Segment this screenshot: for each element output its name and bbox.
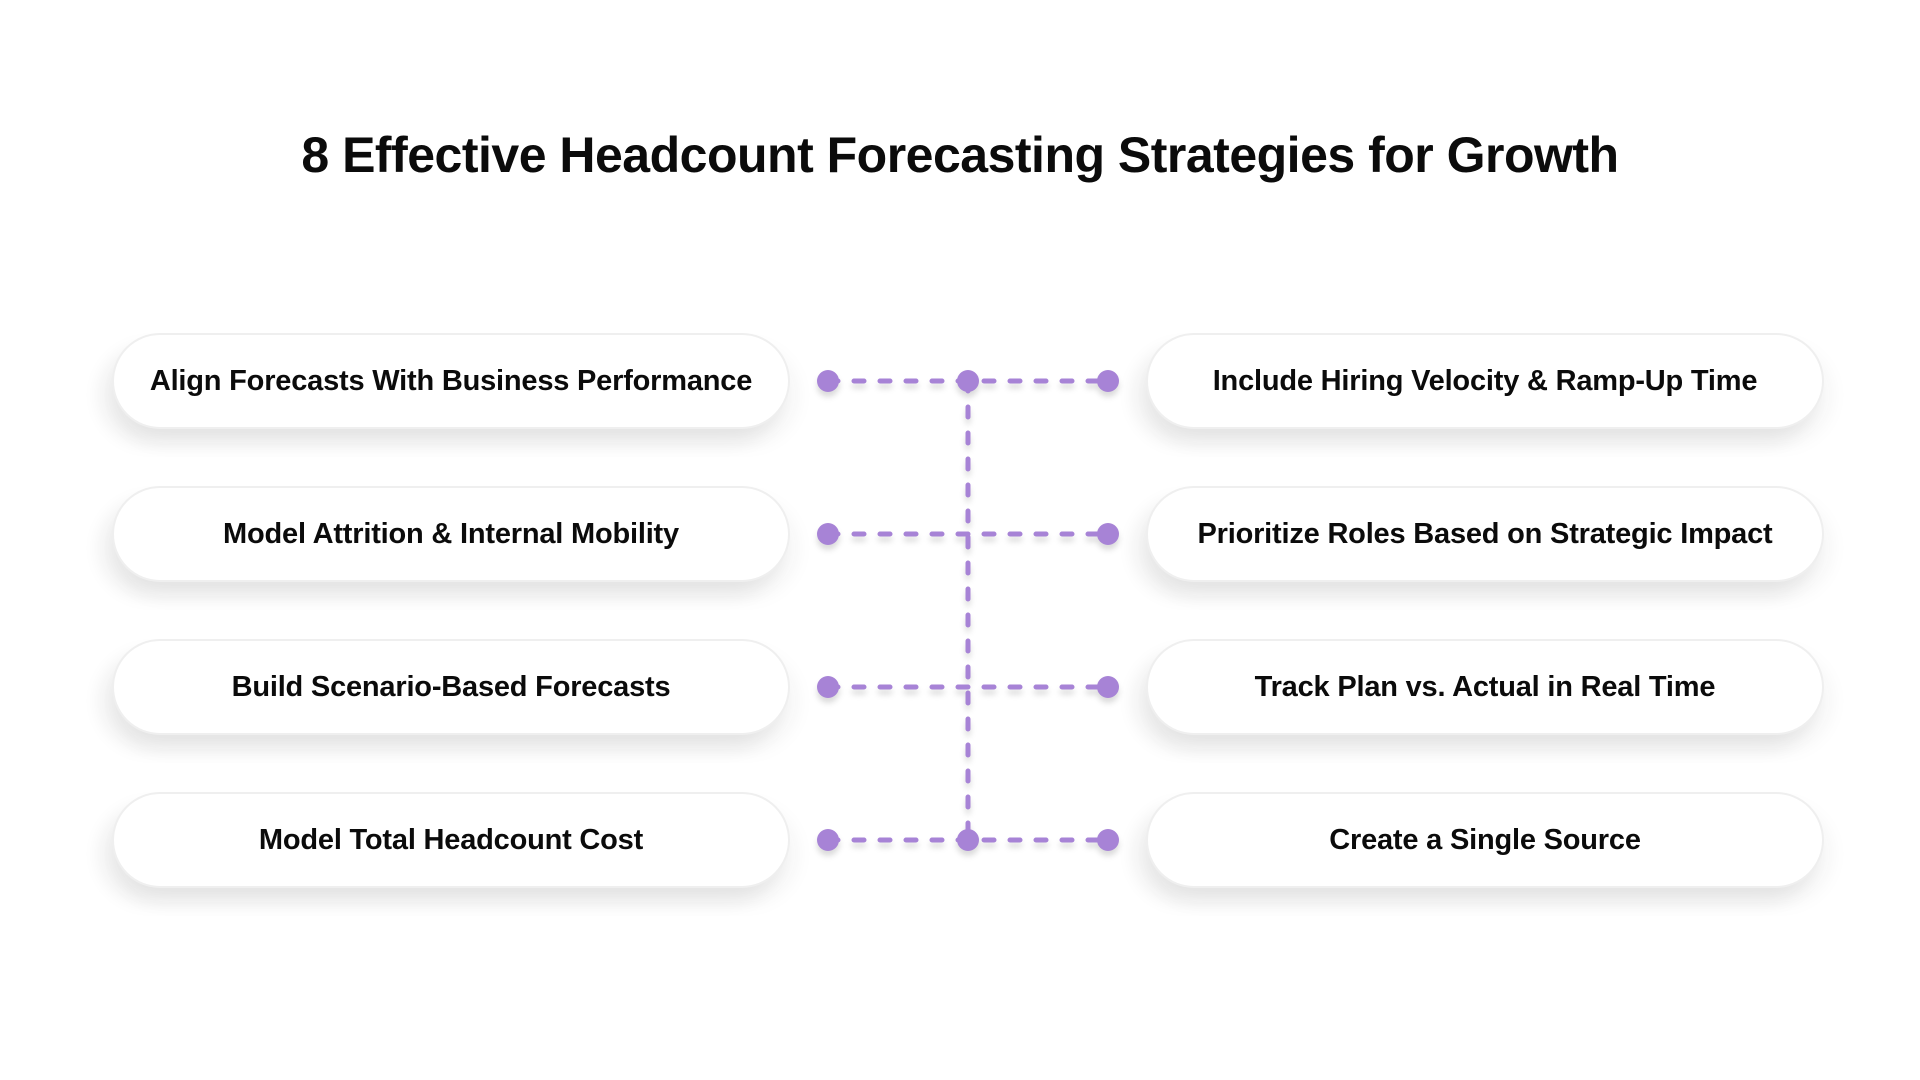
connector-dot bbox=[1097, 829, 1119, 851]
strategy-label: Align Forecasts With Business Performanc… bbox=[149, 364, 753, 397]
strategy-label: Create a Single Source bbox=[1329, 823, 1641, 856]
strategy-label: Model Attrition & Internal Mobility bbox=[223, 517, 679, 550]
strategy-label: Prioritize Roles Based on Strategic Impa… bbox=[1197, 517, 1773, 550]
connector-dot bbox=[957, 829, 979, 851]
connector-dot bbox=[817, 829, 839, 851]
connector-lines bbox=[825, 378, 1111, 843]
connector-dot bbox=[1097, 370, 1119, 392]
connector-dot bbox=[1097, 523, 1119, 545]
strategy-label: Include Hiring Velocity & Ramp-Up Time bbox=[1212, 364, 1758, 397]
connector-dot bbox=[817, 370, 839, 392]
strategy-box-prioritize-roles: Prioritize Roles Based on Strategic Impa… bbox=[1146, 486, 1824, 582]
connector-dot bbox=[817, 523, 839, 545]
strategy-label: Model Total Headcount Cost bbox=[258, 823, 644, 856]
connector-dot bbox=[1097, 676, 1119, 698]
strategy-box-single-source: Create a Single Source bbox=[1146, 792, 1824, 888]
strategy-label: Build Scenario-Based Forecasts bbox=[231, 670, 671, 703]
strategy-label: Track Plan vs. Actual in Real Time bbox=[1254, 670, 1716, 703]
strategy-box-align-forecasts: Align Forecasts With Business Performanc… bbox=[112, 333, 790, 429]
connector-dots bbox=[817, 370, 1119, 851]
strategy-box-hiring-velocity: Include Hiring Velocity & Ramp-Up Time bbox=[1146, 333, 1824, 429]
page-title: 8 Effective Headcount Forecasting Strate… bbox=[301, 127, 1619, 183]
connector-dot bbox=[817, 676, 839, 698]
connector-dot bbox=[957, 370, 979, 392]
strategy-box-headcount-cost: Model Total Headcount Cost bbox=[112, 792, 790, 888]
strategy-box-track-plan: Track Plan vs. Actual in Real Time bbox=[1146, 639, 1824, 735]
strategy-box-scenario-forecasts: Build Scenario-Based Forecasts bbox=[112, 639, 790, 735]
strategy-box-model-attrition: Model Attrition & Internal Mobility bbox=[112, 486, 790, 582]
